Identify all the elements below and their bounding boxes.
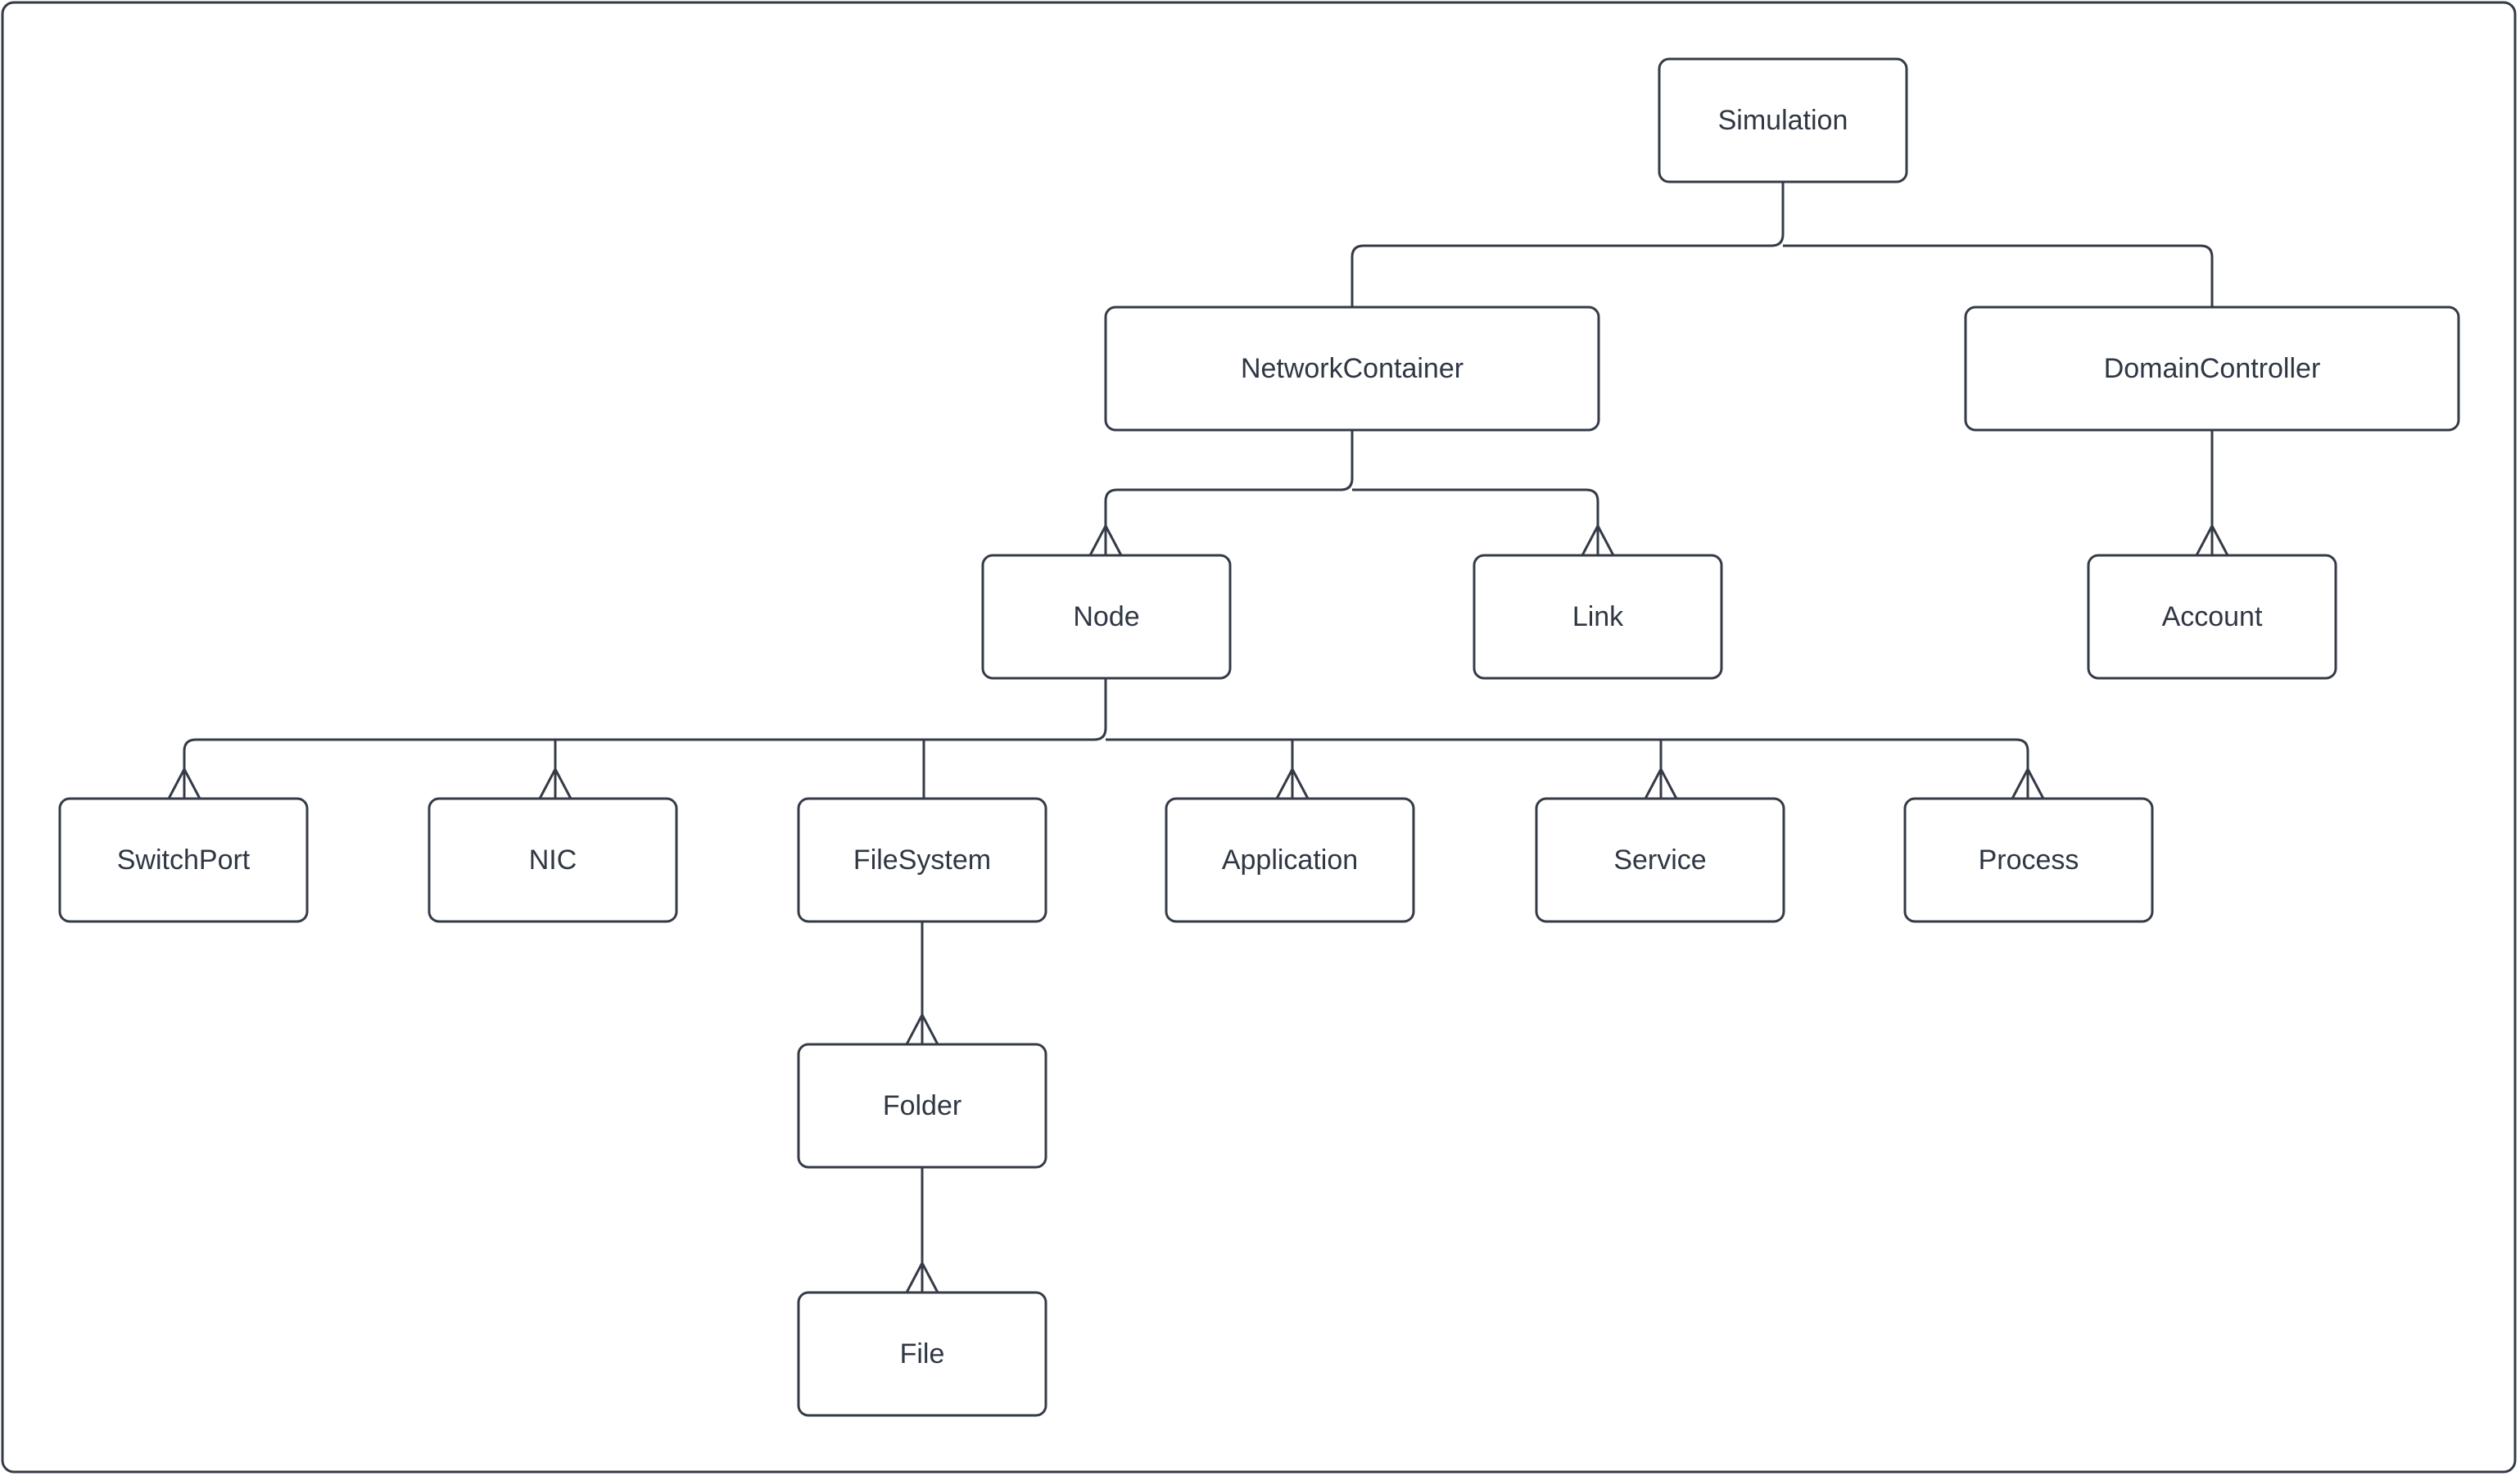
generalization-a-service: [1644, 766, 1678, 799]
class-box-rect-process: [1903, 797, 2154, 923]
class-box-label-link: Link: [1572, 601, 1624, 632]
class-box-label-folder: Folder: [883, 1090, 961, 1121]
class-box-link[interactable]: Link: [1473, 554, 1723, 680]
class-box-rect-account: [2087, 554, 2337, 680]
class-box-folder[interactable]: Folder: [797, 1043, 1047, 1169]
class-box-label-simulation: Simulation: [1718, 105, 1848, 136]
class-box-rect-filesystem: [797, 797, 1047, 923]
generalization-a-file: [905, 1260, 939, 1293]
class-box-rect-service: [1535, 797, 1785, 923]
class-box-account[interactable]: Account: [2087, 554, 2337, 680]
class-box-rect-file: [797, 1291, 1047, 1417]
class-box-rect-node: [981, 554, 1232, 680]
edge-routes-layer: [183, 182, 2214, 1293]
class-box-rect-domaincontroller: [1964, 306, 2460, 432]
edge-r-sim-bus: [1350, 182, 1785, 307]
class-box-label-node: Node: [1073, 601, 1139, 632]
generalization-a-folder: [905, 1012, 939, 1045]
generalization-a-account: [2195, 523, 2229, 556]
generalization-a-switchport: [167, 766, 201, 799]
arrowheads-layer: [167, 523, 2229, 1293]
class-box-label-file: File: [900, 1338, 945, 1370]
class-box-label-account: Account: [2162, 601, 2263, 632]
class-box-simulation[interactable]: Simulation: [1658, 57, 1908, 183]
class-box-label-filesystem: FileSystem: [853, 844, 991, 876]
class-box-application[interactable]: Application: [1165, 797, 1415, 923]
edge-r-node-drop: [183, 678, 1107, 799]
class-box-rect-nic: [428, 797, 678, 923]
class-box-filesystem[interactable]: FileSystem: [797, 797, 1047, 923]
class-box-service[interactable]: Service: [1535, 797, 1785, 923]
edge-r-node-bus: [1106, 738, 2029, 799]
class-box-file[interactable]: File: [797, 1291, 1047, 1417]
generalization-a-node: [1088, 523, 1123, 556]
generalization-a-link: [1581, 523, 1615, 556]
class-box-domaincontroller[interactable]: DomainController: [1964, 306, 2460, 432]
class-box-label-process: Process: [1979, 844, 2079, 876]
class-box-label-domaincontroller: DomainController: [2104, 353, 2321, 384]
class-box-process[interactable]: Process: [1903, 797, 2154, 923]
class-box-label-application: Application: [1222, 844, 1358, 876]
class-box-networkcontainer[interactable]: NetworkContainer: [1104, 306, 1600, 432]
class-box-rect-folder: [797, 1043, 1047, 1169]
class-box-label-switchport: SwitchPort: [117, 844, 251, 876]
edge-r-nc-left: [1104, 430, 1354, 555]
class-box-switchport[interactable]: SwitchPort: [58, 797, 309, 923]
class-box-nic[interactable]: NIC: [428, 797, 678, 923]
class-box-rect-simulation: [1658, 57, 1908, 183]
edge-r-sim-right: [1783, 244, 2214, 307]
class-box-label-networkcontainer: NetworkContainer: [1241, 353, 1464, 384]
class-box-rect-switchport: [58, 797, 309, 923]
class-box-label-nic: NIC: [529, 844, 577, 876]
class-box-node[interactable]: Node: [981, 554, 1232, 680]
generalization-a-process: [2011, 766, 2045, 799]
class-box-rect-link: [1473, 554, 1723, 680]
class-box-rect-application: [1165, 797, 1415, 923]
generalization-a-application: [1275, 766, 1310, 799]
generalization-a-nic: [538, 766, 572, 799]
class-box-label-service: Service: [1613, 844, 1706, 876]
edge-r-nc-right: [1352, 488, 1599, 555]
class-box-rect-networkcontainer: [1104, 306, 1600, 432]
